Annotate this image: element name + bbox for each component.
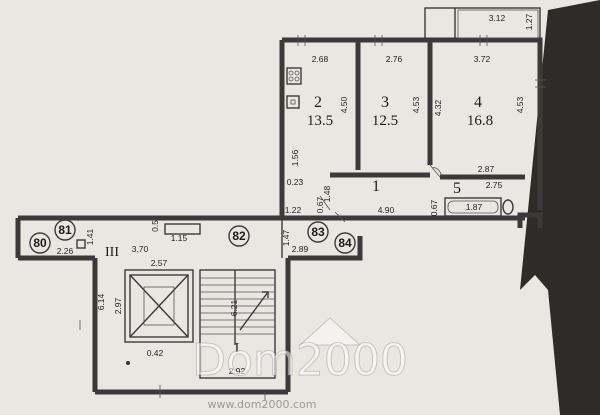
watermark-url: www.dom2000.com <box>208 398 317 411</box>
unit-84-marker <box>334 232 356 254</box>
room-2-area: 13.5 <box>307 113 333 129</box>
dim-0.23: 0.23 <box>287 177 304 187</box>
dim-2.68: 2.68 <box>312 54 329 64</box>
dim-2.26: 2.26 <box>57 246 74 256</box>
dim-2.89: 2.89 <box>292 244 309 254</box>
bathroom-fixtures <box>444 197 514 217</box>
kitchen-fixtures <box>286 67 302 109</box>
dim-2.97: 2.97 <box>113 297 123 314</box>
dim-1.56: 1.56 <box>290 149 300 166</box>
hall-fixture <box>164 223 201 235</box>
stair-label: I <box>235 341 240 356</box>
dim-1.41: 1.41 <box>85 228 95 245</box>
dim-1.22: 1.22 <box>285 205 302 215</box>
dim-6.21: 6.21 <box>229 299 239 316</box>
hall-box <box>76 239 86 249</box>
room-1-number: 1 <box>372 178 380 195</box>
room-4-area: 16.8 <box>467 113 493 129</box>
unit-81-marker <box>54 219 76 241</box>
unit-markers <box>29 219 356 254</box>
dim-2.57: 2.57 <box>151 258 168 268</box>
hall-walls <box>15 215 363 395</box>
photo-edge <box>520 0 600 415</box>
staircase <box>199 269 276 379</box>
dim-1.87: 1.87 <box>466 202 483 212</box>
watermark-house-icon <box>298 317 362 346</box>
watermark: Dom2000 www.dom2000.com <box>192 317 408 411</box>
unit-83-marker <box>307 221 329 243</box>
watermark-brand: Dom2000 <box>192 335 408 386</box>
unit-80-marker <box>29 232 51 254</box>
dim-1.27: 1.27 <box>524 13 534 30</box>
hall-point <box>126 361 130 365</box>
dim-3.70: 3.70 <box>132 244 149 254</box>
dim-0.67-a: 0.67 <box>315 196 325 213</box>
unit-82-marker <box>228 225 250 247</box>
dim-4.32: 4.32 <box>433 99 443 116</box>
dim-3.72: 3.72 <box>474 54 491 64</box>
dim-4.90: 4.90 <box>378 205 395 215</box>
hall-label: III <box>105 245 119 260</box>
unit-80: 80 <box>33 236 47 250</box>
room-2-number: 2 <box>314 94 322 111</box>
room-3-area: 12.5 <box>372 113 398 129</box>
unit-83: 83 <box>311 225 325 239</box>
doors <box>319 164 443 223</box>
unit-81: 81 <box>58 223 72 237</box>
balcony <box>424 7 541 41</box>
room-4-number: 4 <box>474 94 482 111</box>
dim-6.14: 6.14 <box>96 293 106 310</box>
windows <box>297 35 546 88</box>
unit-84: 84 <box>338 236 352 250</box>
elevator <box>124 269 194 343</box>
dim-3.12: 3.12 <box>489 13 506 23</box>
dim-2.75: 2.75 <box>486 180 503 190</box>
room-5-number: 5 <box>453 180 461 197</box>
dim-4.53-a: 4.53 <box>411 96 421 113</box>
dim-1.15: 1.15 <box>171 233 188 243</box>
dim-1.47: 1.47 <box>281 229 291 246</box>
dim-4.53-b: 4.53 <box>515 96 525 113</box>
room-3-number: 3 <box>381 94 389 111</box>
dim-0.67-b: 0.67 <box>429 199 439 216</box>
dim-0.5: 0.5 <box>150 220 160 232</box>
dim-2.92: 2.92 <box>229 366 246 376</box>
dim-4.50: 4.50 <box>339 96 349 113</box>
dim-2.87: 2.87 <box>478 164 495 174</box>
dim-2.76: 2.76 <box>386 54 403 64</box>
dim-1.48: 1.48 <box>322 185 332 202</box>
unit-82: 82 <box>232 229 246 243</box>
dim-0.42: 0.42 <box>147 348 164 358</box>
